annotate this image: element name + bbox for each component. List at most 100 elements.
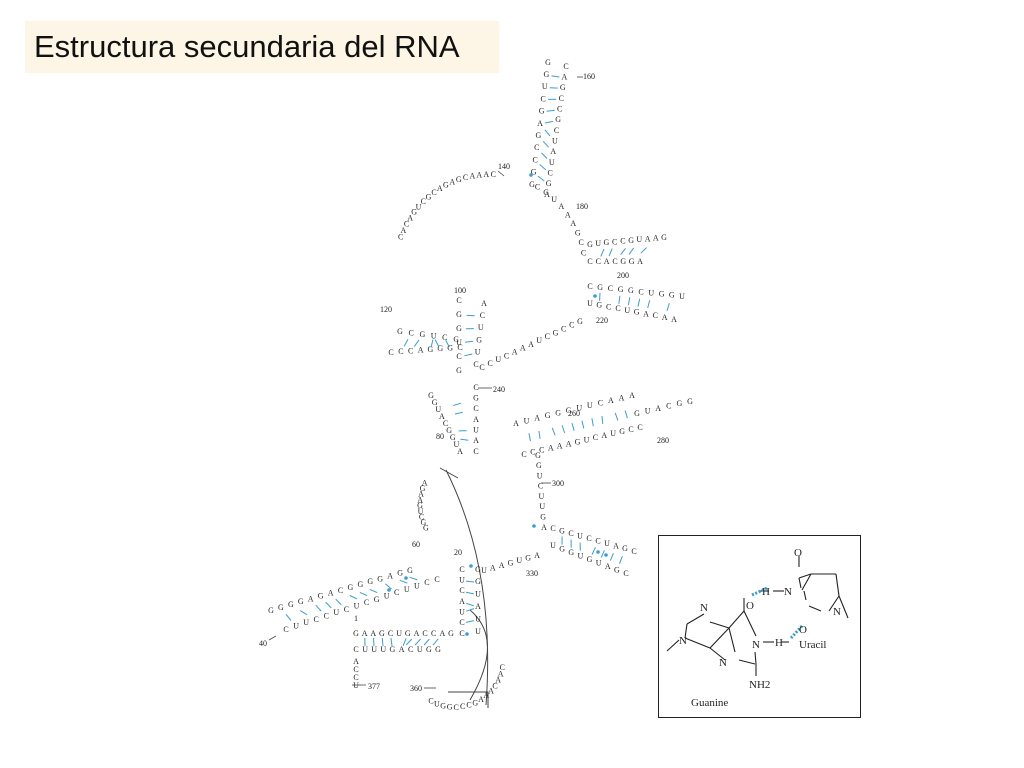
base-pair-tick — [608, 248, 613, 257]
nucleotide: C — [563, 62, 568, 71]
nucleotide: A — [414, 629, 420, 638]
nucleotide: C — [534, 143, 539, 152]
nucleotide: U — [636, 235, 642, 244]
nucleotide: C — [479, 363, 484, 372]
wobble-pair-dot — [404, 576, 408, 580]
position-label-360: 360 — [410, 684, 422, 693]
base-pair-tick — [546, 109, 555, 112]
nucleotide: U — [333, 608, 339, 617]
nucleotide: A — [478, 695, 484, 704]
nucleotide: G — [374, 595, 380, 604]
position-label-20: 20 — [454, 548, 462, 557]
nucleotide: A — [440, 629, 446, 638]
nucleotide: C — [473, 404, 478, 413]
nucleotide: A — [541, 523, 547, 532]
nucleotide: C — [598, 398, 603, 407]
nucleotide: A — [459, 597, 465, 606]
position-label-60: 60 — [412, 540, 420, 549]
nucleotide: A — [437, 184, 443, 193]
nucleotide: U — [473, 426, 479, 435]
nucleotide: G — [508, 558, 514, 567]
position-label-330: 330 — [526, 569, 538, 578]
nucleotide: C — [557, 105, 562, 114]
nucleotide: G — [539, 107, 545, 116]
nucleotide: A — [671, 315, 677, 324]
nucleotide: U — [539, 502, 545, 511]
nucleotide: G — [456, 324, 462, 333]
nucleotide: A — [353, 657, 359, 666]
nucleotide: C — [608, 284, 613, 293]
nucleotide: U — [416, 202, 422, 211]
base-pair-tick — [581, 420, 585, 429]
nucleotide: A — [417, 495, 423, 504]
base-pair-tick — [403, 339, 409, 347]
bond-lines — [666, 556, 849, 676]
nucleotide: U — [577, 532, 583, 541]
nucleotide: C — [480, 311, 485, 320]
nucleotide: C — [394, 588, 399, 597]
nucleotide: G — [553, 328, 559, 337]
base-pair-tick — [537, 175, 545, 182]
nucleotide: G — [620, 257, 626, 266]
base-pair-tick — [551, 75, 560, 78]
nucleotide: A — [495, 676, 501, 685]
nucleotide: U — [549, 158, 555, 167]
base-pair-tick — [538, 430, 541, 439]
nucleotide: A — [399, 645, 405, 654]
nucleotide: U — [459, 608, 465, 617]
nucleotide: G — [472, 698, 478, 707]
position-label-220: 220 — [596, 316, 608, 325]
nucleotide: C — [459, 586, 464, 595]
nucleotide: U — [624, 306, 630, 315]
nucleotide: A — [422, 479, 428, 488]
nucleotide: C — [344, 605, 349, 614]
nucleotide: G — [634, 308, 640, 317]
base-pair-tick — [465, 620, 475, 623]
nucleotide: U — [648, 289, 654, 298]
position-label-180: 180 — [576, 202, 588, 211]
nucleotide: C — [463, 173, 468, 182]
nucleotide: C — [620, 237, 625, 246]
nucleotide: G — [440, 701, 446, 710]
nucleotide: U — [552, 137, 558, 146]
nucleotide: C — [459, 618, 464, 627]
nucleotide: U — [417, 645, 423, 654]
nucleotide: G — [456, 366, 462, 375]
nucleotide: U — [404, 585, 410, 594]
nucleotide: C — [353, 673, 358, 682]
nucleotide: A — [662, 313, 668, 322]
base-pair-tick — [399, 579, 408, 584]
nucleotide: A — [513, 419, 519, 428]
nucleotide: A — [566, 439, 572, 448]
nucleotide: C — [569, 321, 574, 330]
base-pair-tick — [369, 588, 378, 594]
nucleotide: C — [586, 534, 591, 543]
nucleotide: A — [470, 172, 476, 181]
nucleotide: G — [622, 544, 628, 553]
nucleotide: C — [353, 665, 358, 674]
nucleotide: G — [420, 484, 426, 493]
nucleotide: G — [447, 703, 453, 712]
nucleotide: A — [475, 602, 481, 611]
guanine-H1-atom: H — [775, 637, 783, 649]
wobble-pair-dot — [465, 632, 469, 636]
base-pair-tick — [465, 340, 474, 343]
nucleotide: A — [534, 414, 540, 423]
uracil-H3-atom: H — [762, 586, 770, 598]
slide-title: Estructura secundaria del RNA — [25, 21, 499, 73]
guanine-N1-atom: N — [752, 639, 760, 651]
nucleotide: A — [643, 310, 649, 319]
nucleotide: C — [492, 681, 497, 690]
nucleotide: U — [481, 566, 487, 575]
nucleotide: U — [293, 622, 299, 631]
nucleotide: C — [533, 155, 538, 164]
